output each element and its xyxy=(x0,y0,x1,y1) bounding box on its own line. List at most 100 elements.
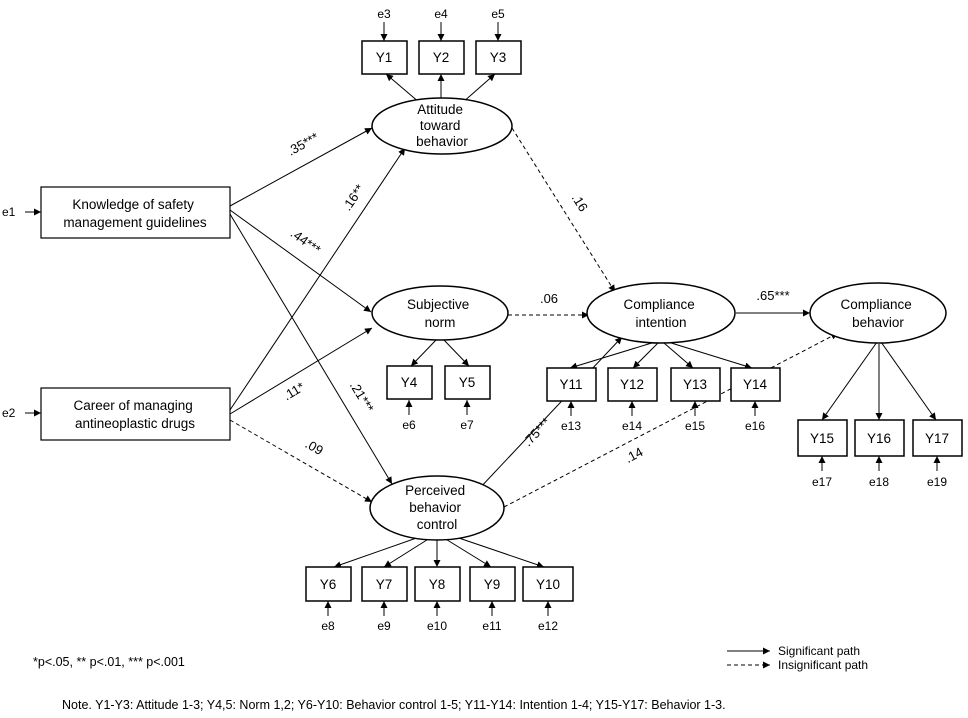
node-attitude-label: Attitude toward behavior xyxy=(416,102,468,149)
error-e13: e13 xyxy=(561,419,581,433)
significance-note: *p<.05, ** p<.01, *** p<.001 xyxy=(33,655,185,669)
loading-y4 xyxy=(410,338,438,367)
indicator-y3: Y3 xyxy=(475,40,522,75)
loading-y12 xyxy=(632,342,659,369)
path-career-pbc xyxy=(229,419,373,503)
indicator-boxes: Y1 Y2 Y3 Y4 Y5 Y6 Y7 Y8 Y9 Y10 Y11 Y12 Y… xyxy=(305,40,963,602)
indicator-y1: Y1 xyxy=(361,40,408,75)
svg-text:Y15: Y15 xyxy=(810,431,834,446)
node-behavior-label: Compliance behavior xyxy=(840,297,915,330)
node-career-box xyxy=(40,387,231,441)
legend-insignificant-label: Insignificant path xyxy=(778,658,868,672)
node-pbc-label: Perceived behavior control xyxy=(405,483,469,532)
loading-y1 xyxy=(385,73,421,104)
node-knowledge-box xyxy=(40,186,231,239)
indicator-y15: Y15 xyxy=(797,419,848,457)
legend-significant-label: Significant path xyxy=(778,644,860,658)
indicator-y4: Y4 xyxy=(386,365,433,400)
indicator-y5: Y5 xyxy=(444,365,491,400)
error-e11: e11 xyxy=(482,619,501,633)
error-e7: e7 xyxy=(460,418,474,432)
indicator-y10: Y10 xyxy=(522,566,574,602)
svg-text:Y8: Y8 xyxy=(429,577,446,592)
coef-knowledge-norm: .44*** xyxy=(288,226,324,258)
node-pbc: Perceived behavior control xyxy=(369,475,505,541)
svg-text:Y6: Y6 xyxy=(320,577,337,592)
indicator-y11: Y11 xyxy=(546,367,597,402)
coef-knowledge-attitude: .35*** xyxy=(285,129,321,158)
error-e16: e16 xyxy=(745,419,765,433)
indicator-y16: Y16 xyxy=(854,419,905,457)
loading-y11 xyxy=(569,341,656,370)
svg-text:Y10: Y10 xyxy=(536,577,560,592)
path-knowledge-pbc xyxy=(229,213,393,485)
node-behavior-ellipse xyxy=(809,282,947,344)
error-arrows xyxy=(25,22,941,616)
node-norm: Subjective norm xyxy=(371,285,509,341)
node-norm-label: Subjective norm xyxy=(407,297,473,330)
node-intention: Compliance intention xyxy=(586,282,736,344)
coef-intention-behavior: .65*** xyxy=(756,288,789,303)
loading-y13 xyxy=(663,342,694,369)
node-intention-ellipse xyxy=(586,282,736,344)
error-e12: e12 xyxy=(538,619,558,633)
loading-y3 xyxy=(461,73,496,104)
path-pbc-behavior xyxy=(503,332,839,508)
error-e5: e5 xyxy=(491,7,505,21)
loading-y7 xyxy=(383,537,431,568)
legend: Significant path Insignificant path xyxy=(727,644,868,672)
svg-text:Y17: Y17 xyxy=(925,431,949,446)
node-attitude-ellipse xyxy=(371,97,513,155)
error-e10: e10 xyxy=(427,619,447,633)
indicator-y8: Y8 xyxy=(414,566,461,602)
node-norm-ellipse xyxy=(371,285,509,341)
error-e17: e17 xyxy=(812,475,832,489)
coef-pbc-behavior: .14 xyxy=(622,444,645,466)
error-e8: e8 xyxy=(321,619,335,633)
structural-paths xyxy=(229,127,839,508)
error-e4: e4 xyxy=(434,7,448,21)
coef-career-pbc: .09 xyxy=(303,436,326,458)
svg-text:Y12: Y12 xyxy=(620,377,644,392)
svg-text:Y5: Y5 xyxy=(459,375,476,390)
loading-y15 xyxy=(821,341,878,421)
loading-y10 xyxy=(449,534,545,569)
indicator-y9: Y9 xyxy=(469,566,516,602)
loading-y17 xyxy=(880,341,937,421)
error-labels: e1 e2 e3 e4 e5 e6 e7 e8 e9 e10 e11 e12 e… xyxy=(2,7,947,633)
svg-text:Y13: Y13 xyxy=(683,377,707,392)
error-e15: e15 xyxy=(685,419,705,433)
indicator-y14: Y14 xyxy=(730,367,781,402)
loading-y6 xyxy=(333,534,426,568)
svg-text:Y14: Y14 xyxy=(743,377,768,392)
indicator-y17: Y17 xyxy=(912,419,963,457)
svg-text:Y9: Y9 xyxy=(484,577,501,592)
svg-text:Y2: Y2 xyxy=(433,50,450,65)
svg-text:Y16: Y16 xyxy=(867,431,891,446)
svg-text:Y7: Y7 xyxy=(376,577,393,592)
coef-career-attitude: .16** xyxy=(339,182,367,214)
error-e18: e18 xyxy=(869,475,889,489)
node-intention-label: Compliance intention xyxy=(623,297,698,330)
error-e6: e6 xyxy=(402,418,416,432)
abbreviation-note: Note. Y1-Y3: Attitude 1-3; Y4,5: Norm 1,… xyxy=(62,698,726,712)
path-attitude-intention xyxy=(511,127,616,293)
node-knowledge-label: Knowledge of safety management guideline… xyxy=(63,197,207,230)
loading-y14 xyxy=(667,341,753,370)
svg-text:Y3: Y3 xyxy=(490,50,507,65)
svg-text:Y1: Y1 xyxy=(376,50,393,65)
path-knowledge-norm xyxy=(229,209,372,313)
node-career: Career of managing antineoplastic drugs xyxy=(40,387,231,441)
svg-text:Y11: Y11 xyxy=(559,377,582,392)
node-pbc-ellipse xyxy=(369,475,505,541)
measurement-paths xyxy=(333,73,937,569)
path-knowledge-attitude xyxy=(229,127,373,207)
error-e2: e2 xyxy=(2,406,16,420)
path-pbc-intention xyxy=(477,336,623,491)
node-behavior: Compliance behavior xyxy=(809,282,947,344)
indicator-y2: Y2 xyxy=(418,40,465,75)
path-career-attitude xyxy=(229,147,406,411)
path-career-norm xyxy=(229,327,373,415)
svg-text:Y4: Y4 xyxy=(401,375,418,390)
